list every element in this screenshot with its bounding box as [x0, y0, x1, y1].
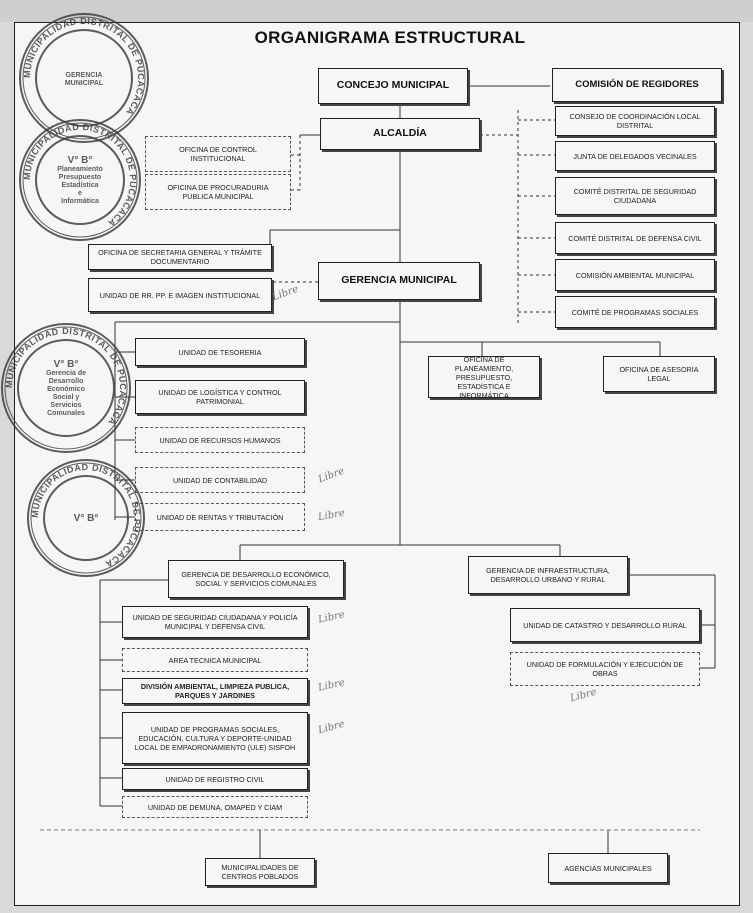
svg-text:e: e [78, 190, 82, 197]
page-header-strip [0, 0, 753, 22]
node-centros-poblados: MUNICIPALIDADES DE CENTROS POBLADOS [205, 858, 315, 886]
svg-text:Servicios: Servicios [50, 402, 81, 409]
node-logistica: UNIDAD DE LOGÍSTICA Y CONTROL PATRIMONIA… [135, 380, 305, 414]
node-rentas: UNIDAD DE RENTAS Y TRIBUTACIÓN [135, 503, 305, 531]
svg-text:V° B°: V° B° [54, 359, 79, 370]
chart-title: ORGANIGRAMA ESTRUCTURAL [254, 28, 526, 47]
node-programas: COMITÉ DE PROGRAMAS SOCIALES [555, 296, 715, 328]
svg-text:V° B°: V° B° [74, 513, 99, 524]
node-registro-civil: UNIDAD DE REGISTRO CIVIL [122, 768, 308, 790]
node-rrhh: UNIDAD DE RECURSOS HUMANOS [135, 427, 305, 453]
node-contabilidad: UNIDAD DE CONTABILIDAD [135, 467, 305, 493]
node-infraestructura: GERENCIA DE INFRAESTRUCTURA, DESARROLLO … [468, 556, 628, 594]
svg-text:Gerencia de: Gerencia de [46, 370, 86, 377]
node-comision: COMISIÓN DE REGIDORES [552, 68, 722, 102]
node-control: OFICINA DE CONTROL INSTITUCIONAL [145, 136, 291, 172]
node-tesoreria: UNIDAD DE TESORERIA [135, 338, 305, 366]
node-coordinacion: CONSEJO DE COORDINACIÓN LOCAL DISTRITAL [555, 106, 715, 136]
node-demuna: UNIDAD DE DEMUNA, OMAPED Y CIAM [122, 796, 308, 818]
node-concejo: CONCEJO MUNICIPAL [318, 68, 468, 104]
node-seg-ciudadana: UNIDAD DE SEGURIDAD CIUDADANA Y POLICÍA … [122, 606, 308, 638]
node-planeamiento: OFICINA DE PLANEAMIENTO, PRESUPUESTO, ES… [428, 355, 540, 400]
svg-text:MUNICIPAL: MUNICIPAL [65, 80, 104, 87]
node-procuraduria: OFICINA DE PROCURADURIA PUBLICA MUNICIPA… [145, 174, 291, 210]
node-gerencia: GERENCIA MUNICIPAL [318, 262, 480, 300]
svg-text:Informática: Informática [61, 198, 99, 205]
node-prog-sociales: UNIDAD DE PROGRAMAS SOCIALES, EDUCACIÓN,… [122, 712, 308, 764]
svg-text:Social y: Social y [53, 394, 80, 401]
svg-text:Estadística: Estadística [62, 182, 99, 189]
node-delegados: JUNTA DE DELEGADOS VECINALES [555, 141, 715, 171]
node-formulacion: UNIDAD DE FORMULACIÓN Y EJECUCIÓN DE OBR… [510, 652, 700, 686]
node-asesoria: OFICINA DE ASESORIA LEGAL [603, 356, 715, 392]
node-defensa: COMITÉ DISTRITAL DE DEFENSA CIVIL [555, 222, 715, 254]
node-desarrollo: GERENCIA DE DESARROLLO ECONÓMICO, SOCIAL… [168, 560, 344, 598]
node-seguridad: COMITÉ DISTRITAL DE SEGURIDAD CIUDADANA [555, 177, 715, 215]
node-agencias: AGENCIAS MUNICIPALES [548, 853, 668, 883]
svg-text:Planeamiento: Planeamiento [57, 166, 103, 173]
node-ambiental: COMISIÓN AMBIENTAL MUNICIPAL [555, 259, 715, 291]
node-div-ambiental: DIVISIÓN AMBIENTAL, LIMPIEZA PUBLICA, PA… [122, 678, 308, 704]
node-catastro: UNIDAD DE CATASTRO Y DESARROLLO RURAL [510, 608, 700, 642]
node-imagen: UNIDAD DE RR. PP. E IMAGEN INSTITUCIONAL [88, 278, 272, 312]
node-alcaldia: ALCALDÍA [320, 118, 480, 150]
node-area-tecnica: AREA TECNICA MUNICIPAL [122, 648, 308, 672]
node-secretaria: OFICINA DE SECRETARIA GENERAL Y TRÁMITE … [88, 244, 272, 270]
svg-text:Desarrollo: Desarrollo [49, 378, 84, 385]
svg-text:Económico: Económico [47, 386, 85, 393]
svg-text:Presupuesto: Presupuesto [59, 174, 101, 181]
svg-text:GERENCIA: GERENCIA [66, 72, 103, 79]
svg-text:V° B°: V° B° [68, 155, 93, 166]
svg-text:Comunales: Comunales [47, 410, 85, 417]
